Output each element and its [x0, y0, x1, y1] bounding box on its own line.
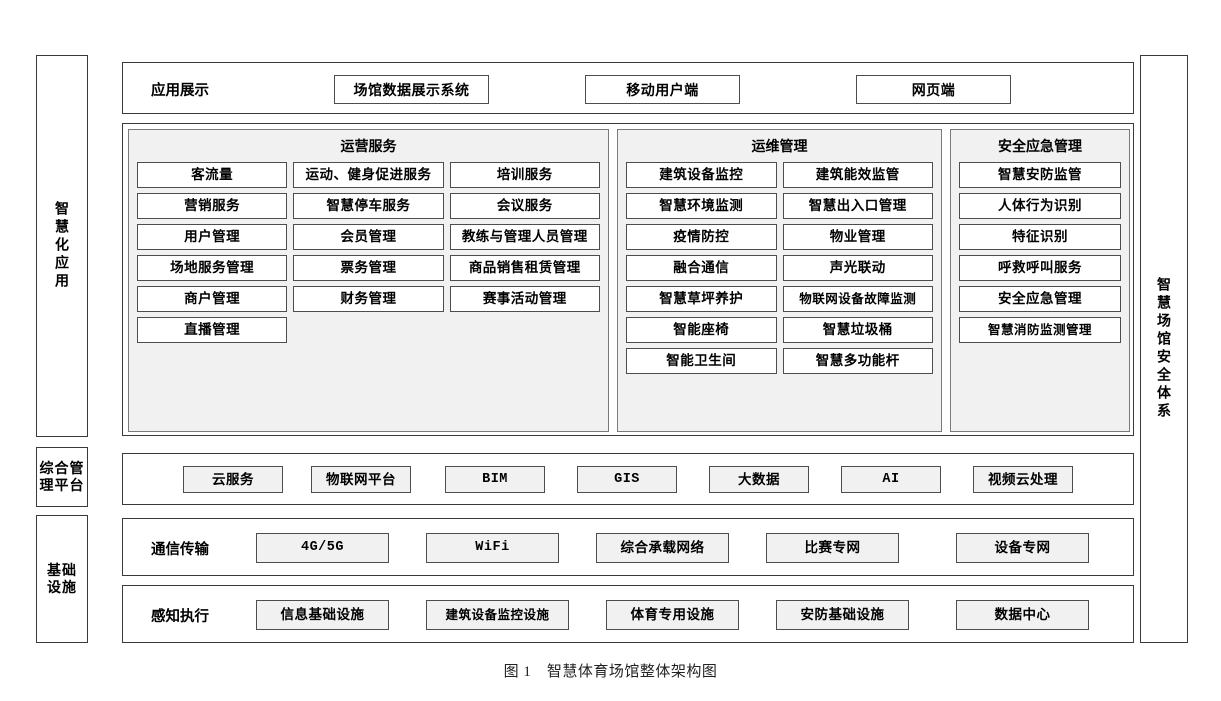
- rail-label-line1: 综合管: [39, 459, 85, 476]
- item-coach-staff-management[interactable]: 教练与管理人员管理: [449, 224, 600, 250]
- panel-operation-service-items: 客流量 运动、健身促进服务 培训服务 营销服务 智慧停车服务 会议服务 用户管理…: [129, 162, 608, 343]
- item-sound-light-linkage[interactable]: 声光联动: [782, 255, 933, 281]
- sensing-label: 感知执行: [151, 608, 209, 625]
- item-smart-lawn-maintenance[interactable]: 智慧草坪养护: [626, 286, 777, 312]
- item-ticketing-management[interactable]: 票务管理: [293, 255, 444, 281]
- rail-label-line1: 基础: [47, 561, 77, 578]
- item-marketing-service[interactable]: 营销服务: [137, 193, 288, 219]
- panel-operation-service-title: 运营服务: [340, 138, 397, 154]
- sensing-item-sports-dedicated-facility[interactable]: 体育专用设施: [606, 600, 739, 630]
- rail-label-line2: 设施: [47, 579, 77, 595]
- transmission-item-device-network[interactable]: 设备专网: [956, 533, 1089, 563]
- item-smart-environment-monitoring[interactable]: 智慧环境监测: [626, 193, 777, 219]
- panel-operation-maintenance-title: 运维管理: [751, 138, 808, 154]
- item-property-management[interactable]: 物业管理: [782, 224, 933, 250]
- rail-venue-safety-system: 智慧场馆安全体系: [1140, 55, 1188, 643]
- sensing-item-information-infrastructure[interactable]: 信息基础设施: [256, 600, 389, 630]
- item-venue-service-management[interactable]: 场地服务管理: [137, 255, 288, 281]
- item-finance-management[interactable]: 财务管理: [293, 286, 444, 312]
- app-item-venue-data-display[interactable]: 场馆数据展示系统: [334, 75, 489, 104]
- transmission-row: 通信传输 4G/5G WiFi 综合承载网络 比赛专网 设备专网: [122, 518, 1134, 576]
- smart-application-container: 运营服务 客流量 运动、健身促进服务 培训服务 营销服务 智慧停车服务 会议服务…: [122, 123, 1134, 436]
- item-smart-parking-service[interactable]: 智慧停车服务: [293, 193, 444, 219]
- figure-caption: 图 1 智慧体育场馆整体架构图: [503, 664, 718, 680]
- item-safety-emergency-management[interactable]: 安全应急管理: [959, 286, 1121, 312]
- rail-smart-application-label: 智慧化应用: [54, 201, 71, 291]
- item-smart-seating[interactable]: 智能座椅: [626, 317, 777, 343]
- application-display-row: 应用展示 场馆数据展示系统 移动用户端 网页端: [122, 62, 1134, 114]
- item-emergency-call-service[interactable]: 呼救呼叫服务: [959, 255, 1121, 281]
- transmission-item-4g-5g[interactable]: 4G/5G: [256, 533, 389, 563]
- platform-item-iot-platform[interactable]: 物联网平台: [311, 466, 411, 493]
- platform-item-video-cloud-processing[interactable]: 视频云处理: [973, 466, 1073, 493]
- item-live-broadcast-management[interactable]: 直播管理: [137, 317, 288, 343]
- item-building-energy-supervision[interactable]: 建筑能效监管: [782, 162, 933, 188]
- item-feature-recognition[interactable]: 特征识别: [959, 224, 1121, 250]
- item-smart-security-supervision[interactable]: 智慧安防监管: [959, 162, 1121, 188]
- item-smart-entrance-management[interactable]: 智慧出入口管理: [782, 193, 933, 219]
- transmission-item-integrated-bearer-network[interactable]: 综合承载网络: [596, 533, 729, 563]
- rail-label-line2: 理平台: [39, 477, 85, 493]
- rail-smart-application: 智慧化应用: [36, 55, 88, 437]
- platform-item-big-data[interactable]: 大数据: [709, 466, 809, 493]
- rail-integrated-management-platform: 综合管 理平台: [36, 447, 88, 507]
- item-building-equipment-monitoring[interactable]: 建筑设备监控: [626, 162, 777, 188]
- panel-safety-emergency-items: 智慧安防监管 人体行为识别 特征识别 呼救呼叫服务 安全应急管理 智慧消防监测管…: [951, 162, 1129, 343]
- item-sports-fitness-promotion[interactable]: 运动、健身促进服务: [293, 162, 444, 188]
- item-converged-communication[interactable]: 融合通信: [626, 255, 777, 281]
- application-display-label: 应用展示: [151, 82, 209, 99]
- item-member-management[interactable]: 会员管理: [293, 224, 444, 250]
- item-iot-device-fault-monitoring[interactable]: 物联网设备故障监测: [782, 286, 933, 312]
- app-item-mobile-client[interactable]: 移动用户端: [585, 75, 740, 104]
- panel-operation-maintenance: 运维管理 建筑设备监控 建筑能效监管 智慧环境监测 智慧出入口管理 疫情防控 物…: [617, 129, 942, 432]
- item-epidemic-prevention[interactable]: 疫情防控: [626, 224, 777, 250]
- transmission-label: 通信传输: [151, 541, 209, 558]
- item-conference-service[interactable]: 会议服务: [449, 193, 600, 219]
- platform-item-ai[interactable]: AI: [841, 466, 941, 493]
- panel-operation-service: 运营服务 客流量 运动、健身促进服务 培训服务 营销服务 智慧停车服务 会议服务…: [128, 129, 609, 432]
- item-event-activity-management[interactable]: 赛事活动管理: [449, 286, 600, 312]
- panel-safety-emergency-title: 安全应急管理: [998, 138, 1082, 154]
- app-item-web-client[interactable]: 网页端: [856, 75, 1011, 104]
- item-merchant-management[interactable]: 商户管理: [137, 286, 288, 312]
- platform-row: 云服务 物联网平台 BIM GIS 大数据 AI 视频云处理: [122, 453, 1134, 505]
- item-smart-multifunction-pole[interactable]: 智慧多功能杆: [782, 348, 933, 374]
- item-smart-restroom[interactable]: 智能卫生间: [626, 348, 777, 374]
- platform-item-bim[interactable]: BIM: [445, 466, 545, 493]
- rail-infrastructure: 基础 设施: [36, 515, 88, 643]
- item-merchandise-sales-rental[interactable]: 商品销售租赁管理: [449, 255, 600, 281]
- item-user-management[interactable]: 用户管理: [137, 224, 288, 250]
- item-smart-trash-bin[interactable]: 智慧垃圾桶: [782, 317, 933, 343]
- transmission-item-wifi[interactable]: WiFi: [426, 533, 559, 563]
- sensing-item-security-infrastructure[interactable]: 安防基础设施: [776, 600, 909, 630]
- platform-item-cloud-service[interactable]: 云服务: [183, 466, 283, 493]
- sensing-item-building-equipment-monitoring-facility[interactable]: 建筑设备监控设施: [426, 600, 569, 630]
- item-human-behavior-recognition[interactable]: 人体行为识别: [959, 193, 1121, 219]
- sensing-row: 感知执行 信息基础设施 建筑设备监控设施 体育专用设施 安防基础设施 数据中心: [122, 585, 1134, 643]
- transmission-item-competition-network[interactable]: 比赛专网: [766, 533, 899, 563]
- item-training-service[interactable]: 培训服务: [449, 162, 600, 188]
- item-passenger-flow[interactable]: 客流量: [137, 162, 288, 188]
- item-smart-fire-monitoring-management[interactable]: 智慧消防监测管理: [959, 317, 1121, 343]
- rail-infrastructure-label: 基础 设施: [47, 562, 77, 597]
- panel-operation-maintenance-items: 建筑设备监控 建筑能效监管 智慧环境监测 智慧出入口管理 疫情防控 物业管理 融…: [618, 162, 941, 374]
- sensing-item-data-center[interactable]: 数据中心: [956, 600, 1089, 630]
- rail-integrated-management-platform-label: 综合管 理平台: [40, 460, 85, 495]
- platform-item-gis[interactable]: GIS: [577, 466, 677, 493]
- rail-venue-safety-system-label: 智慧场馆安全体系: [1156, 277, 1173, 421]
- panel-safety-emergency: 安全应急管理 智慧安防监管 人体行为识别 特征识别 呼救呼叫服务 安全应急管理 …: [950, 129, 1130, 432]
